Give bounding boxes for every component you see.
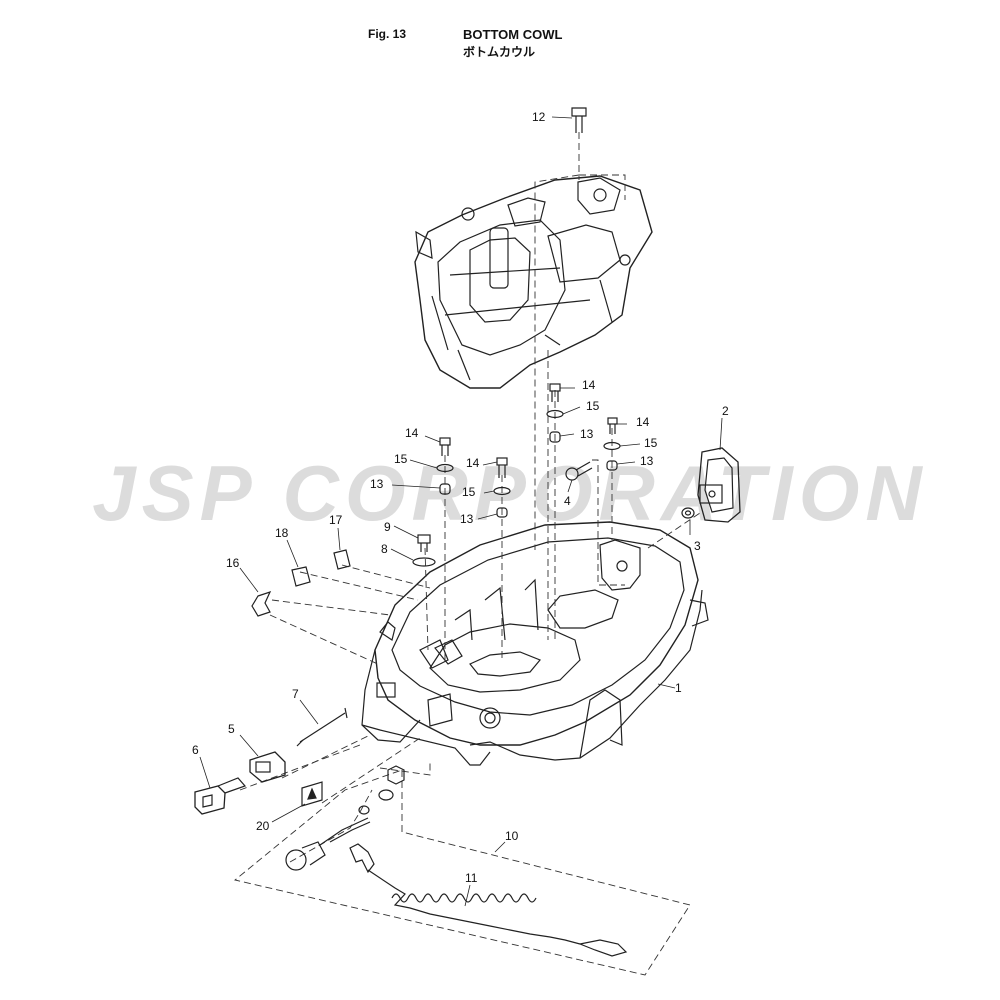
bottom-cowl [361, 521, 709, 766]
assembly-guide-lines [234, 132, 701, 976]
callout-labels: 12 1 2 3 4 14 14 14 14 15 15 15 15 13 13… [192, 110, 729, 885]
figure-title-japanese: ボトムカウル [463, 45, 536, 59]
warning-label-20 [301, 781, 323, 807]
callout-13-right: 13 [640, 454, 654, 468]
holder-5 [249, 751, 286, 783]
callout-15-center: 15 [462, 485, 476, 499]
callout-14-right: 14 [636, 415, 650, 429]
callout-8: 8 [381, 542, 388, 556]
lanyard-11 [349, 843, 628, 957]
bolt-12 [571, 107, 587, 133]
stop-switch-10 [285, 817, 371, 871]
callout-13-left: 13 [370, 477, 384, 491]
callout-14-upper: 14 [582, 378, 596, 392]
callout-1: 1 [675, 681, 682, 695]
callout-18: 18 [275, 526, 289, 540]
callout-6: 6 [192, 743, 199, 757]
grommet-13-center [496, 507, 508, 518]
bolt-14-upper [549, 383, 561, 402]
callout-2: 2 [722, 404, 729, 418]
callout-15-left: 15 [394, 452, 408, 466]
callout-7: 7 [292, 687, 299, 701]
cap-6 [194, 777, 247, 815]
label-17 [333, 549, 351, 570]
wire-7 [296, 707, 348, 747]
callout-16: 16 [226, 556, 240, 570]
bolt-9 [417, 534, 431, 552]
callout-15-upper: 15 [586, 399, 600, 413]
callout-14-center: 14 [466, 456, 480, 470]
callout-3: 3 [694, 539, 701, 553]
callout-14-left: 14 [405, 426, 419, 440]
bolt-14-center [496, 457, 508, 478]
callout-12: 12 [532, 110, 546, 124]
bolt-14-left [439, 437, 451, 456]
leader-lines [199, 116, 723, 907]
figure-number: Fig. 13 [368, 27, 407, 41]
clip-16 [251, 590, 272, 617]
figure-header: Fig. 13 BOTTOM COWL ボトムカウル [0, 0, 1000, 70]
callout-4: 4 [564, 494, 571, 508]
callout-13-center: 13 [460, 512, 474, 526]
bolt-14-right [607, 417, 618, 434]
bracket-2 [697, 447, 741, 523]
grommet-13-right [606, 460, 618, 471]
label-18 [291, 566, 311, 587]
callout-17: 17 [329, 513, 343, 527]
callout-15-right: 15 [644, 436, 658, 450]
callout-13-upper: 13 [580, 427, 594, 441]
callout-9: 9 [384, 520, 391, 534]
powerhead-assembly [414, 175, 653, 389]
screw-4 [565, 461, 593, 481]
callout-11: 11 [465, 871, 478, 885]
grommet-13-upper [549, 431, 561, 443]
callout-5: 5 [228, 722, 235, 736]
collar-3 [681, 507, 695, 519]
nut-washer-set [358, 765, 405, 815]
small-parts [194, 107, 741, 957]
grommet-13-left [439, 483, 451, 495]
callout-20: 20 [256, 819, 270, 833]
callout-10: 10 [505, 829, 519, 843]
washer-8 [412, 557, 436, 567]
figure-title-english: BOTTOM COWL [463, 27, 563, 42]
